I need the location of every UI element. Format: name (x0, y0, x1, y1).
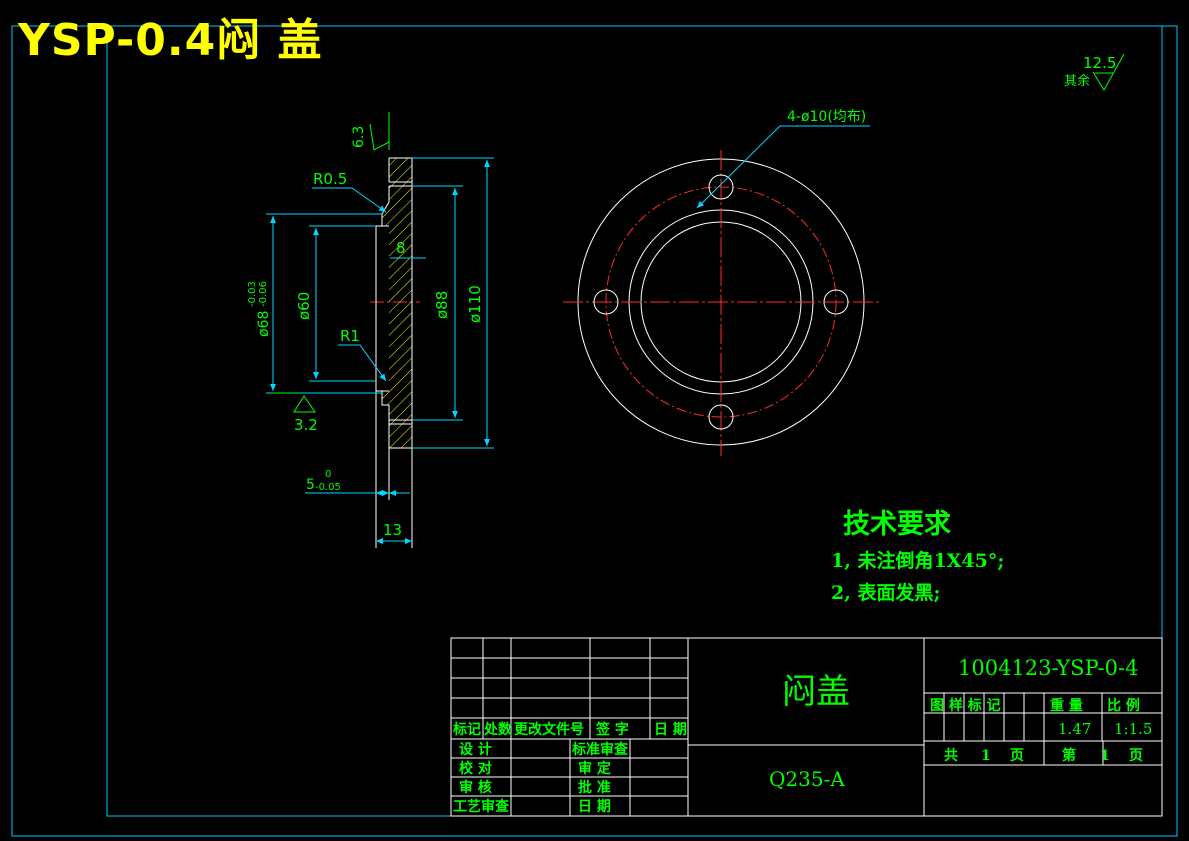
sheet-total-page-label: 页 (1010, 748, 1024, 764)
front-view: 4-ø10(均布) (563, 109, 879, 456)
scale-value: 1:1.5 (1114, 720, 1152, 738)
roughness-3-2: 3.2 (272, 392, 318, 434)
rev-header-count: 处数 (483, 721, 513, 738)
role-date: 日 期 (578, 799, 611, 815)
meta-header-scale: 比 例 (1107, 697, 1140, 714)
tech-item-2: 2, 表面发黑; (831, 581, 940, 604)
dim-total-13-text: 13 (383, 521, 402, 539)
hole-callout: 4-ø10(均布) (696, 109, 870, 209)
sheet-no-label: 第 (1062, 747, 1076, 764)
role-standard: 标准审查 (571, 741, 629, 758)
dim-r-0-5: R0.5 (312, 170, 387, 213)
general-roughness-symbol: 12.5 其余 (1064, 53, 1125, 91)
outer-frame (11, 25, 1178, 837)
dim-dia-68-tol-lower: -0.06 (258, 281, 269, 307)
part-name: 闷盖 (782, 672, 850, 712)
dim-thickness-5: 5 0 -0.05 (305, 469, 410, 496)
dim-dia-60: ø60 (295, 228, 319, 379)
dim-dia-68-tol-upper: -0.03 (247, 281, 258, 307)
roughness-6-3-value: 6.3 (351, 126, 367, 148)
tech-heading: 技术要求 (843, 509, 951, 540)
rev-header-docno: 更改文件号 (514, 721, 584, 738)
dim-dia-110: ø110 (466, 160, 490, 446)
meta-header-weight: 重 量 (1050, 697, 1083, 714)
dim-r-0-5-text: R0.5 (313, 170, 347, 188)
rev-header-mark: 标记 (452, 721, 481, 738)
role-check: 校 对 (459, 760, 492, 777)
sheet-total-value: 1 (981, 748, 991, 764)
role-review: 审 核 (459, 779, 492, 796)
tech-item-1: 1, 未注倒角1X45°; (831, 549, 1004, 572)
meta-header-drawing-mark: 图 样 标 记 (930, 697, 1001, 714)
dim-dia-68-text: ø68 (256, 311, 272, 337)
dim-r-1: R1 (338, 327, 387, 382)
dim-r-1-text: R1 (340, 327, 360, 345)
role-process: 工艺审查 (453, 798, 510, 815)
dim-thickness-5-tol-lower: -0.05 (315, 482, 341, 493)
hole-callout-text: 4-ø10(均布) (787, 109, 866, 125)
dim-total-13: 13 (376, 521, 412, 544)
material: Q235-A (769, 767, 845, 791)
drawing-number: 1004123-YSP-0-4 (958, 656, 1138, 680)
bolt-hole-bottom (708, 404, 734, 430)
dim-thickness-5-text: 5 (306, 477, 315, 493)
bolt-hole-left (593, 289, 619, 315)
dim-step-8: 8 (390, 239, 410, 259)
role-approve-final: 审 定 (578, 760, 611, 777)
sheet-no-value: 1 (1100, 748, 1110, 764)
role-design: 设 计 (459, 741, 492, 758)
dim-dia-110-text: ø110 (466, 285, 484, 323)
dim-step-8-text: 8 (396, 239, 406, 257)
weight-value: 1.47 (1058, 720, 1091, 738)
rev-header-sign: 签 字 (595, 721, 629, 738)
side-view: 6.3 ø110 ø88 8 (247, 112, 494, 548)
roughness-6-3: 6.3 (351, 112, 390, 151)
general-roughness-value: 12.5 (1083, 54, 1116, 72)
rev-header-date: 日 期 (654, 722, 687, 738)
page-title: YSP-0.4闷 盖 (18, 15, 323, 66)
sheet-total-label: 共 (944, 747, 958, 764)
title-block-text: 标记 处数 更改文件号 签 字 日 期 设 计 校 对 审 核 工艺审查 标准审… (452, 656, 1152, 815)
bolt-hole-top (708, 174, 734, 200)
tech-requirements: 技术要求 1, 未注倒角1X45°; 2, 表面发黑; (831, 509, 1004, 604)
dim-dia-60-text: ø60 (295, 292, 313, 320)
dim-dia-68: ø68 -0.03 -0.06 (247, 216, 276, 391)
dim-thickness-5-tol-upper: 0 (325, 469, 331, 480)
bolt-hole-right (823, 289, 849, 315)
dim-dia-88-text: ø88 (433, 291, 451, 319)
general-roughness-label: 其余 (1064, 73, 1090, 89)
roughness-3-2-value: 3.2 (294, 416, 318, 434)
role-approve: 批 准 (578, 779, 611, 796)
dim-dia-88: ø88 (433, 188, 458, 418)
sheet-no-page-label: 页 (1129, 748, 1143, 764)
title-block (450, 637, 1163, 817)
side-section-hatch (382, 158, 412, 448)
